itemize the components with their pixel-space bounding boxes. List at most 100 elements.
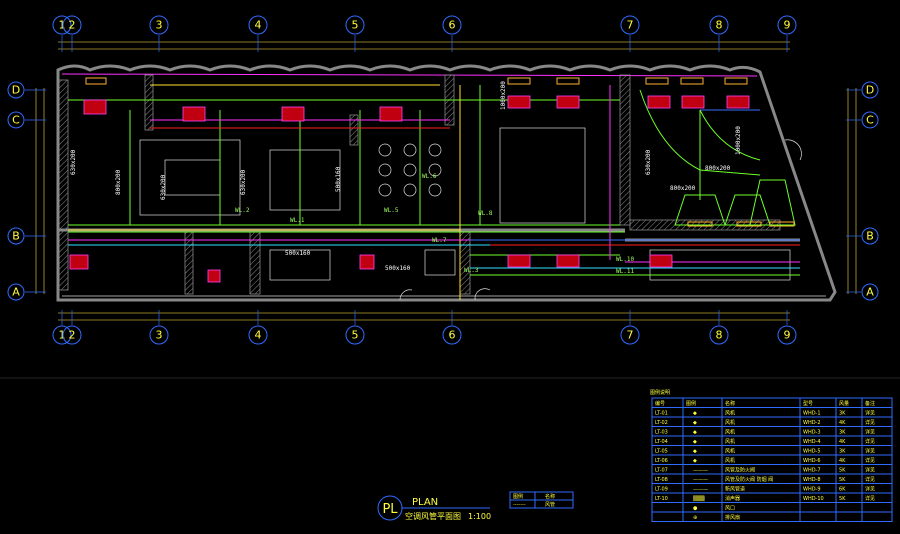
legend-cell: 风机 bbox=[725, 410, 735, 417]
legend-cell: 风机 bbox=[725, 438, 735, 445]
grid-bubble-col-6 bbox=[442, 15, 462, 35]
legend-cell: WHD-8 bbox=[803, 477, 821, 483]
legend-cell: 风机 bbox=[725, 429, 735, 436]
legend-cell: LT-01 bbox=[655, 411, 668, 417]
grid-label-col: 4 bbox=[255, 329, 262, 342]
grid-bubble-col-9 bbox=[777, 325, 797, 345]
ahu-unit bbox=[207, 269, 221, 283]
grid-label-col: 1 bbox=[59, 19, 66, 32]
grid-bubble-row-B bbox=[861, 227, 879, 245]
grid-label-row: B bbox=[866, 230, 874, 243]
legend-symbol-icon: ——— bbox=[693, 477, 708, 483]
fan-units bbox=[69, 77, 795, 283]
grid-label-col: 5 bbox=[352, 19, 359, 32]
legend-cell: 详见 bbox=[865, 495, 875, 502]
wl-label: WL.10 bbox=[616, 256, 634, 263]
duct-size-label: 800x200 bbox=[705, 165, 731, 172]
grid-label-col: 4 bbox=[255, 19, 262, 32]
wl-label: WL.7 bbox=[432, 237, 447, 244]
legend-cell: 详见 bbox=[865, 476, 875, 483]
duct-size-label: 630x200 bbox=[645, 149, 652, 175]
duct-size-label: 630x200 bbox=[160, 174, 167, 200]
legend-header: 图例 bbox=[686, 400, 696, 407]
legend-cell: LT-07 bbox=[655, 468, 668, 474]
legend-cell: 详见 bbox=[865, 467, 875, 474]
legend-header: 型号 bbox=[803, 400, 813, 407]
legend-header: 风量 bbox=[839, 400, 849, 407]
grid-label-col: 3 bbox=[156, 19, 163, 32]
bottom-dimension-line bbox=[58, 312, 790, 321]
grid-bubble-col-8 bbox=[709, 325, 729, 345]
legend-cell: 5K bbox=[839, 477, 846, 483]
title-block: PL PLAN 空调风管平面图 1:100 bbox=[377, 495, 491, 521]
legend-cell: 4K bbox=[839, 420, 846, 426]
legend-cell: WHD-7 bbox=[803, 468, 821, 474]
ahu-unit bbox=[556, 95, 580, 109]
legend-cell: LT-04 bbox=[655, 439, 668, 445]
legend-symbol-icon: ◆ bbox=[693, 411, 697, 417]
grid-label-col: 7 bbox=[627, 329, 634, 342]
legend-symbol-icon: ◆ bbox=[693, 449, 697, 455]
ahu-unit bbox=[83, 99, 107, 115]
legend-cell: 风管及防火阀 防烟 阀 bbox=[725, 476, 773, 483]
ahu-unit bbox=[69, 254, 89, 270]
legend-symbol-icon: ● bbox=[693, 506, 698, 512]
legend-cell: WHD-10 bbox=[803, 496, 824, 502]
grid-bubble-row-A bbox=[7, 283, 25, 301]
grid-label-col: 3 bbox=[156, 329, 163, 342]
legend-cell: LT-09 bbox=[655, 487, 668, 493]
legend-cell: WHD-2 bbox=[803, 420, 821, 426]
legend-cell: 排风扇 bbox=[725, 514, 740, 521]
grid-bubble-row-D bbox=[7, 81, 25, 99]
legend-cell: WHD-1 bbox=[803, 411, 821, 417]
grid-label-col: 6 bbox=[449, 329, 456, 342]
grid-label-row: D bbox=[866, 84, 874, 97]
small-legend-cell: 图例 bbox=[513, 493, 523, 500]
legend-header: 备注 bbox=[865, 400, 875, 407]
grid-bubble-row-D bbox=[861, 81, 879, 99]
legend-cell: 详见 bbox=[865, 457, 875, 464]
duct-size-label: 1000x200 bbox=[500, 81, 507, 110]
legend-cell: 详见 bbox=[865, 486, 875, 493]
legend-cell: 4K bbox=[839, 439, 846, 445]
right-dimension-line bbox=[847, 88, 857, 294]
legend-symbol-icon: ◆ bbox=[693, 430, 697, 436]
grid-bubble-col-3 bbox=[149, 15, 169, 35]
grid-bubble-col-9 bbox=[777, 15, 797, 35]
title-symbol: PL bbox=[382, 502, 398, 517]
grid-bubble-col-6 bbox=[442, 325, 462, 345]
legend-cell: 新风管道 bbox=[725, 486, 745, 493]
wl-label: WL.8 bbox=[478, 210, 493, 217]
grid-bubble-row-C bbox=[861, 111, 879, 129]
grid-bubble-col-4 bbox=[248, 15, 268, 35]
legend-header: 编号 bbox=[655, 400, 665, 407]
legend-symbol-icon: ——— bbox=[693, 487, 708, 493]
ahu-unit bbox=[681, 95, 705, 109]
legend-title: 图例说明 bbox=[650, 389, 670, 396]
top-dimension-line bbox=[58, 41, 790, 50]
legend-symbol-icon: ◆ bbox=[693, 458, 697, 464]
grid-label-col: 7 bbox=[627, 19, 634, 32]
wl-label: WL.1 bbox=[290, 217, 305, 224]
legend-cell: LT-05 bbox=[655, 449, 668, 455]
grid-label-col: 2 bbox=[69, 329, 76, 342]
legend-cell: WHD-4 bbox=[803, 439, 821, 445]
wl-label: WL.5 bbox=[384, 207, 399, 214]
legend-cell: 风机 bbox=[725, 419, 735, 426]
grid-label-col: 9 bbox=[784, 19, 791, 32]
legend-symbol-icon: ——— bbox=[693, 468, 708, 474]
grid-bubble-col-8 bbox=[709, 15, 729, 35]
grid-label-row: A bbox=[866, 286, 874, 299]
legend-symbol-icon: ⊕ bbox=[693, 515, 697, 521]
legend-symbol-icon: ◆ bbox=[693, 439, 697, 445]
ahu-unit bbox=[507, 254, 531, 268]
drawing-subtitle: 空调风管平面图 bbox=[405, 511, 461, 521]
legend-symbol-icon: ◆ bbox=[693, 420, 697, 426]
grid-bubble-row-A bbox=[861, 283, 879, 301]
duct-size-label: 1000x200 bbox=[735, 126, 742, 155]
duct-size-label: 500x160 bbox=[385, 265, 411, 272]
grid-bubble-col-3 bbox=[149, 325, 169, 345]
